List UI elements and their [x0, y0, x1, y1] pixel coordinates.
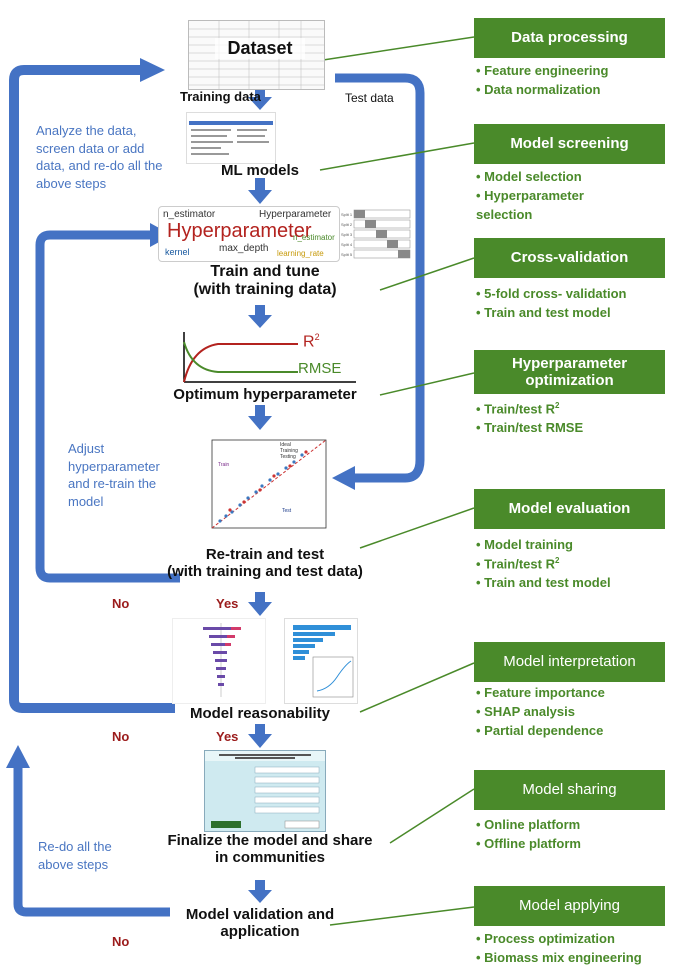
optimum-hyperparameter-label: Optimum hyperparameter	[173, 386, 357, 403]
svg-text:Training: Training	[280, 448, 298, 454]
ml-models-table-thumbnail	[186, 112, 276, 164]
panel-data-processing-list: • Feature engineering • Data normalizati…	[476, 62, 608, 100]
wordcloud-word: Hyperparameter	[259, 209, 332, 220]
r2-text: R	[303, 333, 315, 351]
optimization-curve-chart	[183, 332, 356, 383]
wordcloud-main-word: Hyperparameter	[167, 220, 312, 242]
panel-model-applying-list: • Process optimization • Biomass mix eng…	[476, 930, 642, 968]
analyze-loop-arrowhead	[140, 58, 165, 82]
panel-hyperparameter-optimization-header: Hyperparameter optimization	[474, 350, 665, 394]
wordcloud-word: learning_rate	[277, 249, 324, 258]
r2-curve-label: R2	[303, 332, 320, 351]
panel-model-interpretation-list: • Feature importance • SHAP analysis • P…	[476, 684, 605, 741]
analyze-loop-arrow	[9, 65, 175, 713]
r2-superscript: 2	[314, 332, 320, 342]
svg-text:Split 5: Split 5	[341, 252, 353, 257]
finalize-line1: Finalize the model and share	[167, 832, 373, 849]
no-label-retrain: No	[112, 596, 130, 611]
panel-model-applying-header: Model applying	[474, 886, 665, 926]
panel-model-screening-list: • Model selection • Hyperparameter selec…	[476, 168, 626, 225]
list-item: • Train and test model	[476, 575, 611, 591]
list-item: • Train/test R2	[476, 401, 560, 417]
list-item: • Offline platform	[476, 835, 581, 851]
svg-text:Test: Test	[282, 508, 292, 514]
redo-loop-note: Re-do all the above steps	[38, 839, 112, 872]
panel-hyperparameter-optimization-list: • Train/test R2 • Train/test RMSE	[476, 400, 583, 438]
feature-importance-thumbnail	[284, 618, 358, 704]
validation-line1: Model validation and	[185, 906, 335, 923]
panel-model-evaluation-list: • Model training • Train/test R2 • Train…	[476, 536, 611, 593]
list-item: • 5-fold cross- validation	[476, 286, 627, 301]
list-item: • Model selection	[476, 169, 582, 184]
panel-model-sharing-list: • Online platform • Offline platform	[476, 816, 581, 854]
dataset-label: Dataset	[215, 38, 305, 59]
wordcloud-word: kernel	[165, 247, 190, 257]
rmse-curve-label: RMSE	[298, 360, 342, 377]
finalize-line2: in communities	[214, 849, 326, 867]
list-item: • Model training	[476, 537, 574, 552]
panel-model-screening-header: Model screening	[474, 124, 665, 164]
redo-loop-arrow	[13, 765, 170, 917]
list-item: • Process optimization	[476, 931, 615, 946]
redo-loop-arrowhead	[6, 745, 30, 768]
wordcloud-word: n_estimator	[163, 209, 216, 220]
svg-text:Train: Train	[218, 462, 229, 468]
list-item: • Hyperparameter selection	[476, 187, 584, 222]
svg-text:Split 3: Split 3	[341, 232, 353, 237]
svg-text:Split 2: Split 2	[341, 222, 353, 227]
kfold-grid-thumbnail: Split 1 Split 2 Split 3 Split 4 Split 5	[341, 209, 411, 259]
ml-models-label: ML models	[220, 162, 300, 179]
list-item: • Feature importance	[476, 685, 605, 700]
list-item: • Online platform	[476, 817, 581, 832]
test-data-label: Test data	[345, 91, 394, 105]
panel-data-processing-header: Data processing	[474, 18, 665, 58]
adjust-loop-arrow	[35, 230, 180, 583]
validation-line2: application	[220, 923, 300, 941]
test-data-arrowhead	[332, 466, 355, 490]
svg-text:Split 4: Split 4	[341, 242, 353, 247]
list-item: • Feature engineering	[476, 63, 609, 78]
train-tune-line1: Train and tune	[210, 263, 320, 280]
web-platform-thumbnail	[204, 750, 326, 832]
model-reasonability-label: Model reasonability	[189, 705, 331, 722]
list-item: • Biomass mix engineering	[476, 949, 642, 965]
analyze-loop-note: Analyze the data, screen data or add dat…	[36, 123, 163, 191]
yes-label-reasonability: Yes	[216, 729, 239, 744]
finalize-share-label: Finalize the model and share in communit…	[140, 832, 400, 867]
no-label-validation: No	[112, 934, 130, 949]
adjust-loop-note: Adjust hyperparameter and re-train the m…	[68, 441, 160, 509]
hyperparameter-wordcloud: n_estimator Hyperparameter Hyperparamete…	[158, 206, 340, 262]
train-tune-label: Train and tune (with training data)	[150, 263, 380, 300]
list-item: • SHAP analysis	[476, 703, 575, 719]
panel-model-evaluation-header: Model evaluation	[474, 489, 665, 529]
svg-text:Split 1: Split 1	[341, 212, 353, 217]
wordcloud-word: n_estimator	[293, 233, 335, 242]
panel-model-sharing-header: Model sharing	[474, 770, 665, 810]
shap-summary-thumbnail	[172, 618, 266, 704]
list-item: • Data normalization	[476, 81, 601, 97]
wordcloud-word: max_depth	[219, 243, 269, 254]
panel-cross-validation-header: Cross-validation	[474, 238, 665, 278]
retrain-test-label: Re-train and test (with training and tes…	[140, 546, 390, 581]
list-item: • Train and test model	[476, 304, 611, 320]
training-data-label: Training data	[180, 89, 261, 104]
list-item: • Train/test R2	[476, 555, 560, 572]
svg-text:Ideal: Ideal	[280, 442, 291, 448]
list-item: • Train/test RMSE	[476, 420, 584, 436]
panel-cross-validation-list: • 5-fold cross- validation • Train and t…	[476, 285, 626, 323]
list-item: • Partial dependence	[476, 722, 604, 738]
svg-text:Testing: Testing	[280, 454, 296, 460]
train-tune-line2: (with training data)	[193, 281, 337, 299]
panel-model-interpretation-header: Model interpretation	[474, 642, 665, 682]
yes-label-retrain: Yes	[216, 596, 239, 611]
retrain-line1: Re-train and test	[205, 546, 325, 563]
retrain-line2: (with training and test data)	[167, 563, 363, 581]
model-validation-label: Model validation and application	[160, 906, 360, 941]
no-label-reasonability: No	[112, 729, 130, 744]
